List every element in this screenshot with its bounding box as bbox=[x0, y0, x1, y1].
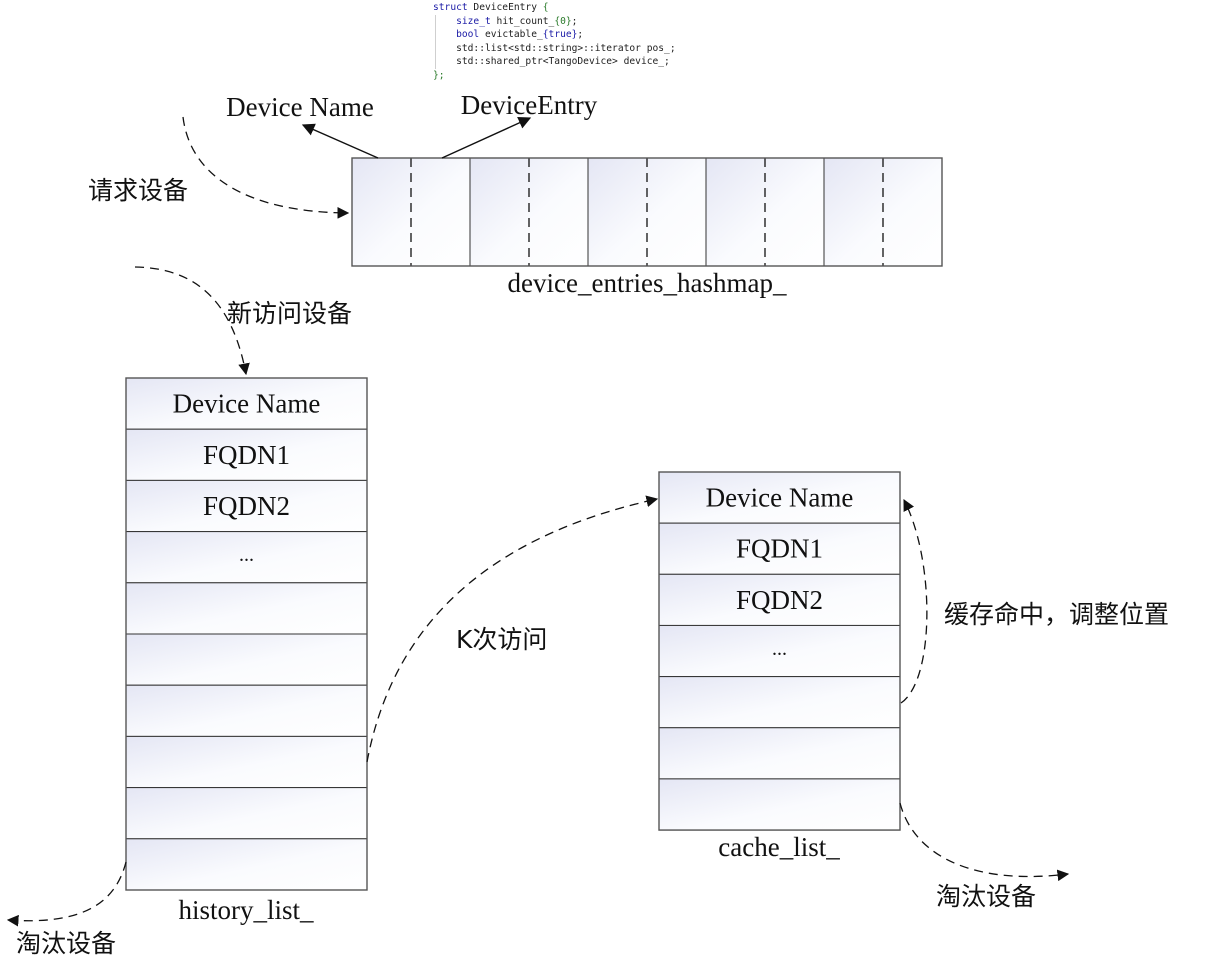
history-list-row: Device Name bbox=[125, 377, 368, 430]
history-list-cell bbox=[125, 684, 368, 737]
code-field: std::shared_ptr<TangoDevice> device_; bbox=[456, 56, 670, 68]
history-list-label: history_list_ bbox=[178, 895, 314, 925]
history-list-row: ... bbox=[125, 531, 368, 584]
code-initializer: {0} bbox=[554, 15, 572, 27]
cache-hit-arrow bbox=[900, 498, 928, 704]
cache-list-cell bbox=[658, 676, 901, 729]
cache-evict-label: 淘汰设备 bbox=[936, 882, 1036, 911]
history-list-row bbox=[125, 582, 368, 635]
cache-list-row-label: Device Name bbox=[706, 483, 854, 513]
hashmap-bucket bbox=[705, 157, 825, 267]
cache-list-cell bbox=[658, 778, 901, 831]
history-list-row-label: ... bbox=[239, 544, 254, 566]
history-list-row bbox=[125, 838, 368, 891]
key-arrow bbox=[301, 123, 379, 159]
history-list-row-label: Device Name bbox=[173, 389, 321, 419]
hashmap-value-label: DeviceEntry bbox=[461, 90, 598, 120]
history-list-cell bbox=[125, 838, 368, 891]
history-list-row: FQDN1 bbox=[125, 428, 368, 481]
code-closing-brace: }; bbox=[433, 69, 445, 81]
code-semicolon: ; bbox=[577, 29, 584, 41]
cache-list-row: FQDN2 bbox=[658, 573, 901, 626]
history-list-cell bbox=[125, 633, 368, 686]
cache-list: Device NameFQDN1FQDN2... bbox=[658, 471, 901, 831]
hashmap-bucket bbox=[351, 157, 471, 267]
cache-list-cell bbox=[658, 522, 901, 575]
value-arrow bbox=[441, 116, 532, 159]
device-entries-hashmap bbox=[351, 157, 943, 267]
cache-evict-arrow bbox=[899, 802, 1070, 882]
cache-list-row: ... bbox=[658, 624, 901, 678]
cache-list-cell bbox=[658, 471, 901, 524]
cache-list-row: Device Name bbox=[658, 471, 901, 524]
hashmap-bucket bbox=[587, 157, 707, 267]
history-list-cell bbox=[125, 582, 368, 635]
history-list-row-label: FQDN1 bbox=[203, 440, 290, 470]
code-struct-name: DeviceEntry bbox=[467, 2, 543, 13]
indent-guide bbox=[435, 15, 436, 69]
cache-list-row: FQDN1 bbox=[658, 522, 901, 575]
k-access-label: K次访问 bbox=[456, 625, 547, 654]
history-evict-arrow bbox=[6, 861, 127, 927]
code-field: hit_count_ bbox=[490, 15, 555, 27]
history-list-row bbox=[125, 735, 368, 789]
history-list-row: FQDN2 bbox=[125, 479, 368, 533]
history-list-border bbox=[125, 377, 368, 891]
code-field: std::list<std::string>::iterator pos_; bbox=[456, 42, 676, 54]
cache-list-row-label: FQDN2 bbox=[736, 585, 823, 615]
history-list-cell bbox=[125, 479, 368, 533]
history-list-row bbox=[125, 684, 368, 737]
cache-list-border bbox=[658, 471, 901, 831]
history-list: Device NameFQDN1FQDN2... bbox=[125, 377, 368, 891]
cache-list-cell bbox=[658, 727, 901, 780]
history-list-cell bbox=[125, 428, 368, 481]
history-list-row bbox=[125, 633, 368, 686]
code-semicolon: ; bbox=[571, 15, 578, 27]
code-brace: { bbox=[542, 2, 549, 13]
cache-list-row bbox=[658, 676, 901, 729]
code-keyword: struct bbox=[433, 2, 468, 13]
cache-list-label: cache_list_ bbox=[718, 832, 840, 862]
request-device-arrow bbox=[182, 116, 350, 219]
cache-list-cell bbox=[658, 573, 901, 626]
hashmap-key-label: Device Name bbox=[226, 92, 374, 122]
k-access-arrow bbox=[366, 495, 659, 763]
history-list-cell bbox=[125, 787, 368, 840]
hashmap-border bbox=[351, 157, 943, 267]
cache-list-row bbox=[658, 727, 901, 780]
hashmap-bucket bbox=[823, 157, 943, 267]
history-list-row bbox=[125, 787, 368, 840]
history-list-row-label: FQDN2 bbox=[203, 491, 290, 521]
code-type: bool bbox=[456, 29, 480, 41]
cache-list-row-label: ... bbox=[772, 638, 787, 660]
cache-list-row bbox=[658, 778, 901, 831]
cache-list-row-label: FQDN1 bbox=[736, 534, 823, 564]
new-access-arrow bbox=[134, 266, 250, 376]
history-evict-label: 淘汰设备 bbox=[16, 929, 116, 958]
hashmap-bucket bbox=[469, 157, 589, 267]
cache-hit-label: 缓存命中，调整位置 bbox=[944, 600, 1169, 629]
history-list-cell bbox=[125, 735, 368, 789]
device-entry-code-snippet: struct DeviceEntry { size_t hit_count_{0… bbox=[433, 1, 676, 83]
code-initializer: {true} bbox=[542, 29, 578, 41]
new-access-label: 新访问设备 bbox=[227, 299, 352, 328]
code-type: size_t bbox=[456, 15, 491, 27]
request-device-label: 请求设备 bbox=[88, 176, 188, 205]
hashmap-label: device_entries_hashmap_ bbox=[508, 268, 787, 298]
code-field: evictable_ bbox=[479, 29, 543, 41]
